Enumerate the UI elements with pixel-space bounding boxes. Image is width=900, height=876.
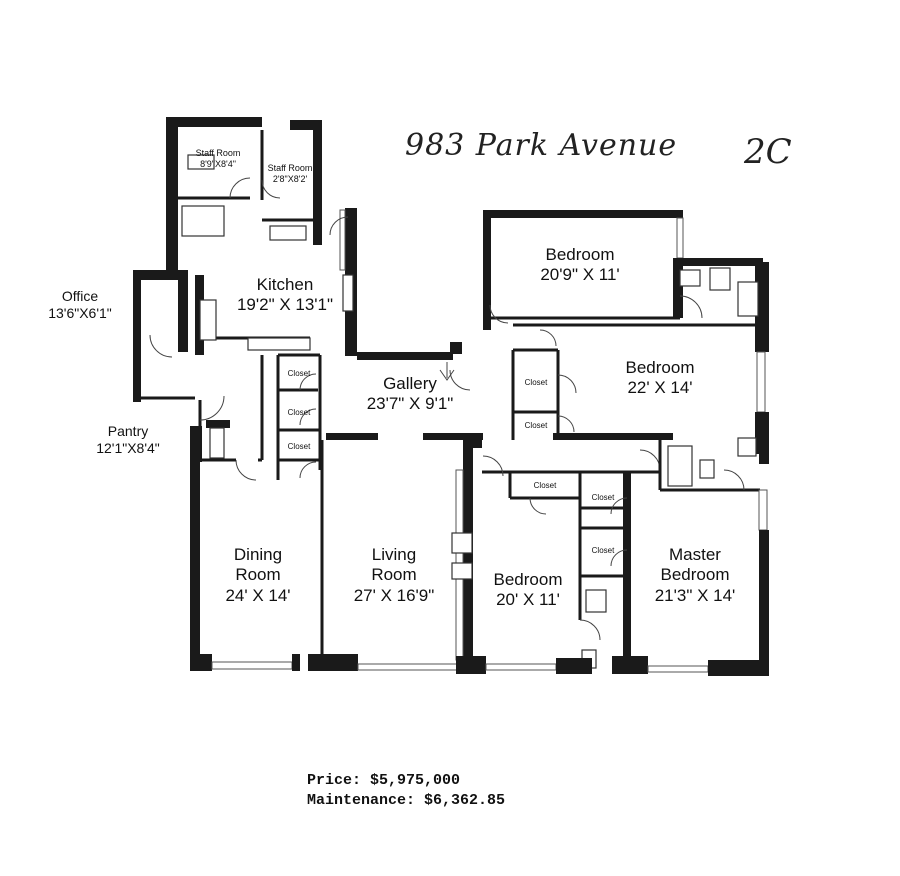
bedroom-3-label: Bedroom 20' X 11'	[493, 570, 563, 610]
staff-room-2-label: Staff Room 2'8"X8'2'	[267, 163, 313, 184]
kitchen-office-walls	[133, 208, 357, 462]
closet-label: Closet	[591, 493, 615, 502]
closet-label: Closet	[524, 421, 548, 430]
building-address: 983 Park Avenue	[405, 128, 678, 163]
central-closets	[235, 353, 322, 481]
closet-label: Closet	[287, 408, 311, 417]
closet-label: Closet	[287, 369, 311, 378]
kitchen-label: Kitchen 19'2" X 13'1"	[236, 275, 334, 315]
office-label: Office 13'6"X6'1"	[48, 288, 112, 321]
staff-quarters-walls	[166, 117, 322, 277]
closet-label: Closet	[533, 481, 557, 490]
master-bedroom-label: Master Bedroom 21'3" X 14'	[654, 545, 736, 605]
dining-room-label: Dining Room 24' X 14'	[225, 545, 291, 605]
closet-label: Closet	[287, 442, 311, 451]
gallery-walls	[326, 342, 483, 440]
bedroom-1-label: Bedroom 20'9" X 11'	[540, 245, 620, 285]
exterior-walls	[190, 440, 768, 676]
living-room-label: Living Room 27' X 16'9"	[353, 545, 435, 605]
pantry-label: Pantry 12'1"X8'4"	[96, 423, 160, 456]
lower-bedrooms-walls	[451, 437, 769, 676]
bedroom-2-label: Bedroom 22' X 14'	[625, 358, 695, 398]
unit-number: 2C	[744, 132, 792, 172]
closet-label: Closet	[524, 378, 548, 387]
upper-bedrooms-walls	[483, 210, 769, 454]
listing-price: Price: $5,975,000	[307, 772, 461, 789]
staff-room-1-label: Staff Room 8'9"X8'4"	[195, 148, 241, 169]
closet-label: Closet	[591, 546, 615, 555]
gallery-label: Gallery 23'7" X 9'1"	[366, 374, 454, 414]
listing-maintenance: Maintenance: $6,362.85	[307, 792, 506, 809]
